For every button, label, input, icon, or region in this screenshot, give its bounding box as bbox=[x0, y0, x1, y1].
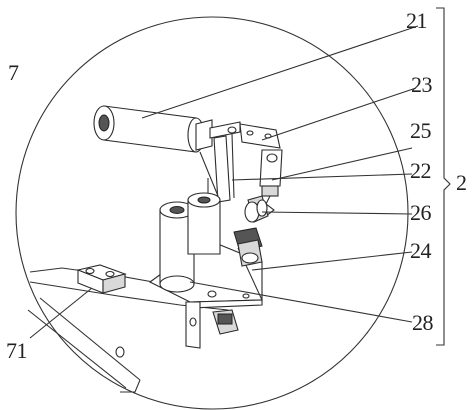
part-24-nut-stack bbox=[233, 227, 263, 267]
label-23: 23 bbox=[411, 72, 433, 97]
label-26: 26 bbox=[410, 200, 432, 225]
leader-lines bbox=[29, 7, 451, 346]
label-7: 7 bbox=[8, 60, 19, 85]
label-71: 71 bbox=[6, 338, 28, 363]
part-71-block bbox=[76, 264, 127, 294]
label-28: 28 bbox=[412, 310, 434, 335]
label-24: 24 bbox=[410, 238, 432, 263]
label-21: 21 bbox=[406, 8, 428, 33]
part-28-rollers bbox=[159, 192, 221, 293]
part-21-roller bbox=[93, 105, 213, 153]
part-26-adjuster bbox=[244, 195, 269, 223]
part-22-23-frame bbox=[199, 121, 281, 203]
label-2: 2 bbox=[456, 170, 467, 195]
detail-circle bbox=[15, 16, 409, 410]
label-22: 22 bbox=[410, 158, 432, 183]
label-25: 25 bbox=[410, 118, 432, 143]
part-25-connector bbox=[259, 149, 283, 217]
